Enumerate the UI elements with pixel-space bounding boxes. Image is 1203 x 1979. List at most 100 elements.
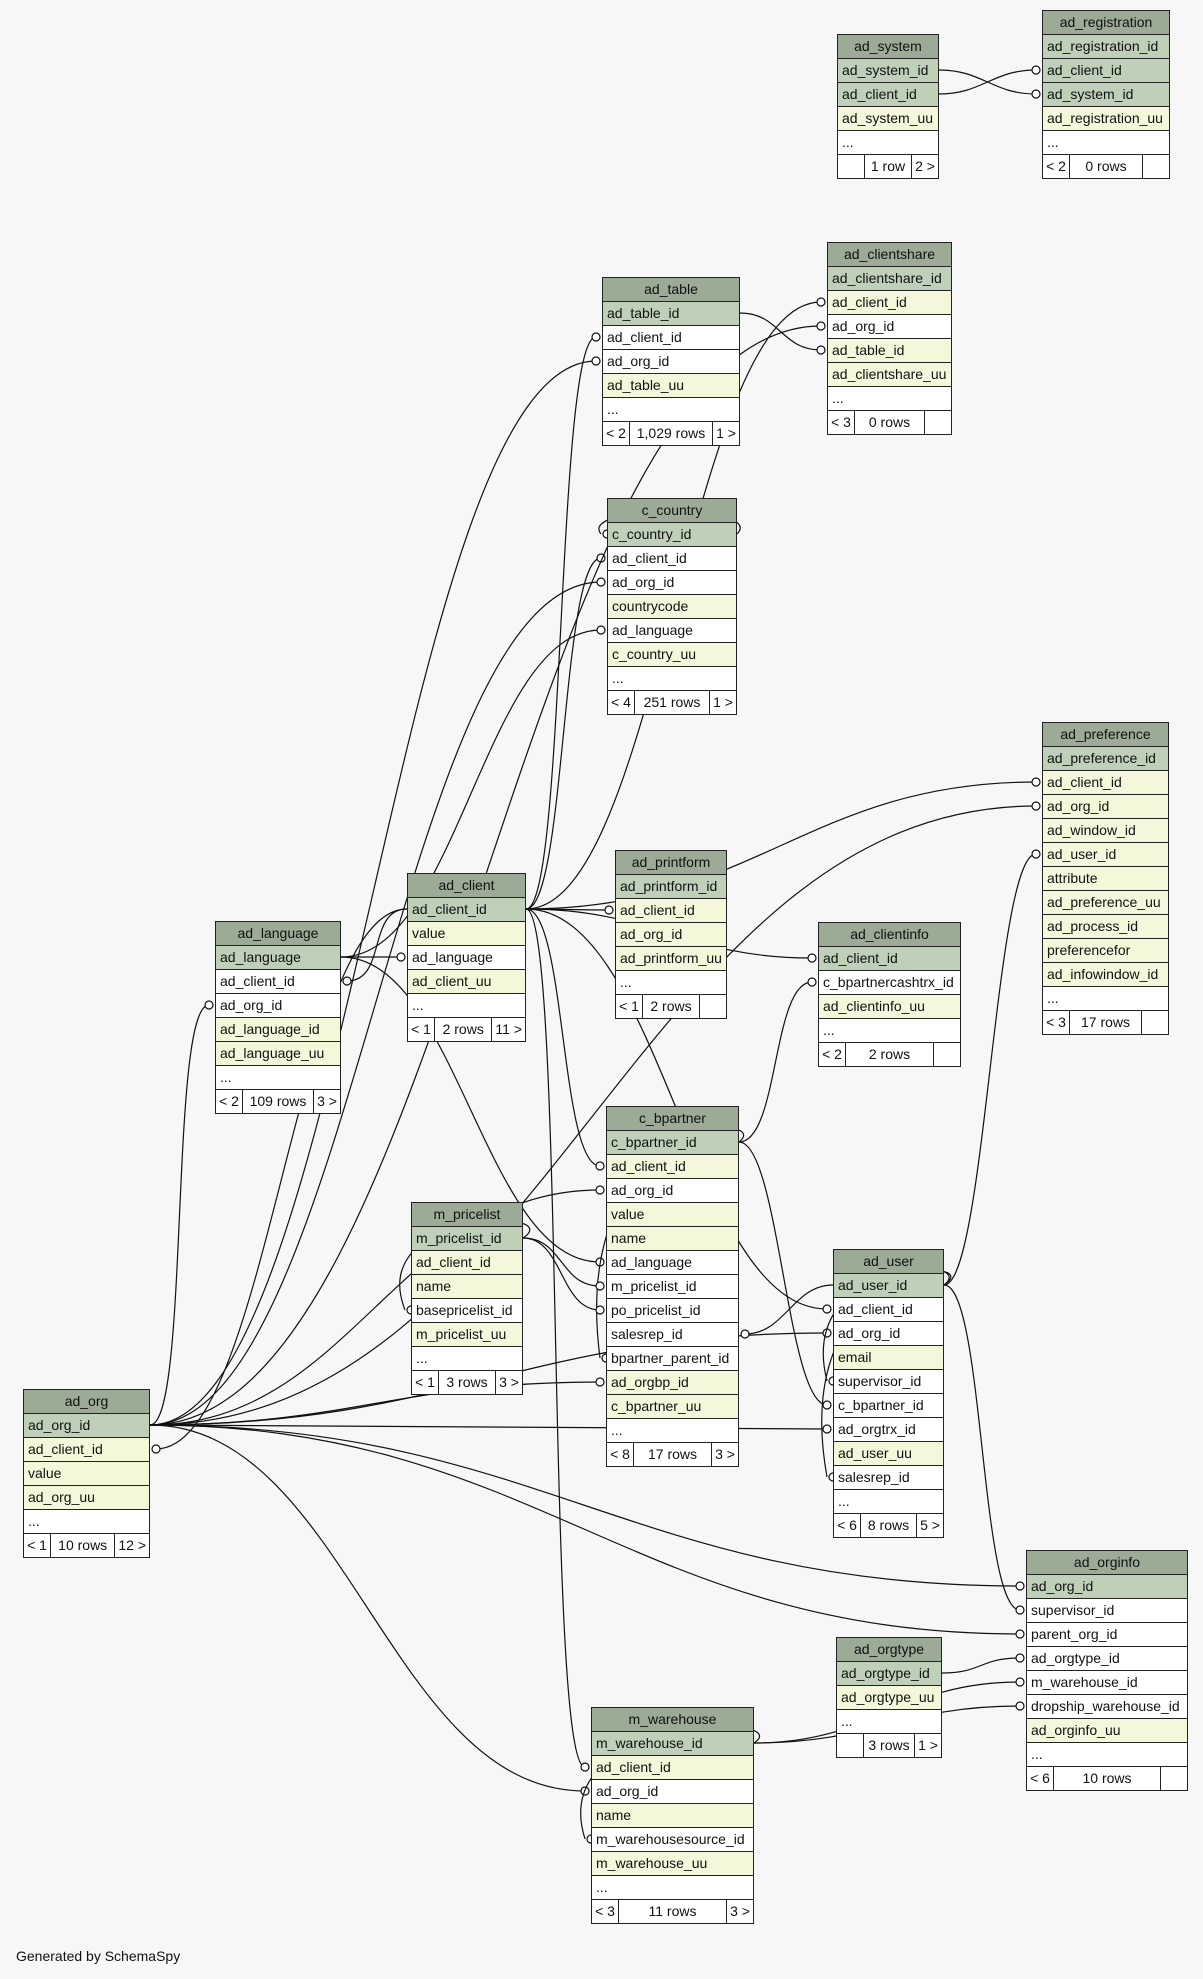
column-row: ad_orgtrx_id — [834, 1418, 943, 1442]
zero-or-many-marker — [822, 1328, 832, 1338]
parents-link[interactable]: < 2 — [1043, 155, 1070, 178]
zero-or-many-marker — [595, 1161, 605, 1171]
children-link[interactable]: 3 > — [715, 1446, 735, 1462]
children-link[interactable]: 1 > — [713, 694, 733, 710]
parents-link[interactable]: < 3 — [592, 1900, 619, 1923]
parents-link[interactable]: < 1 — [24, 1534, 51, 1557]
children-link[interactable]: 12 > — [118, 1537, 146, 1553]
row-count[interactable]: 2 rows — [846, 1043, 934, 1066]
table-title: m_pricelist — [412, 1203, 522, 1227]
children-link[interactable]: 1 > — [716, 425, 736, 441]
row-count[interactable]: 1 row — [865, 155, 912, 178]
table-title: ad_user — [834, 1250, 943, 1274]
children-link — [934, 1043, 960, 1066]
row-count[interactable]: 10 rows — [1054, 1767, 1161, 1790]
parents-link[interactable]: < 2 — [216, 1090, 243, 1113]
row-count[interactable]: 3 rows — [864, 1734, 915, 1757]
zero-or-many-marker — [816, 345, 826, 355]
column-row: salesrep_id — [607, 1323, 738, 1347]
zero-or-many-marker — [591, 332, 601, 342]
column-row: ad_org_id — [607, 1179, 738, 1203]
column-row: ad_preference_uu — [1043, 891, 1168, 915]
children-link[interactable]: 2 > — [915, 158, 935, 174]
column-row: ad_org_id — [608, 571, 736, 595]
parents-link[interactable]: < 1 — [408, 1018, 435, 1041]
column-row: c_bpartner_uu — [607, 1395, 738, 1419]
column-row: attribute — [1043, 867, 1168, 891]
parents-link[interactable]: < 2 — [603, 422, 630, 445]
row-count[interactable]: 3 rows — [439, 1371, 496, 1394]
children-link[interactable]: 3 > — [317, 1093, 337, 1109]
children-link[interactable]: 3 > — [730, 1903, 750, 1919]
parents-link[interactable]: < 8 — [607, 1443, 634, 1466]
column-row: ad_window_id — [1043, 819, 1168, 843]
row-count[interactable]: 17 rows — [1070, 1011, 1142, 1034]
column-row: ad_orgtype_id — [837, 1662, 941, 1686]
row-count[interactable]: 0 rows — [855, 411, 925, 434]
zero-or-many-marker — [580, 1786, 590, 1796]
column-row: c_country_id — [608, 523, 736, 547]
row-count[interactable]: 1,029 rows — [630, 422, 713, 445]
zero-or-many-marker — [580, 1762, 590, 1772]
parents-link[interactable]: < 6 — [834, 1514, 861, 1537]
parents-link[interactable]: < 6 — [1027, 1767, 1054, 1790]
children-link[interactable]: 1 > — [918, 1737, 938, 1753]
table-title: ad_system — [838, 35, 938, 59]
parents-link[interactable]: < 3 — [828, 411, 855, 434]
column-row: ad_client_id — [24, 1438, 149, 1462]
parents-link[interactable]: < 3 — [1043, 1011, 1070, 1034]
table-title: c_country — [608, 499, 736, 523]
column-row: ad_org_id — [592, 1780, 753, 1804]
column-row: ad_language_uu — [216, 1042, 340, 1066]
relationship-line — [525, 908, 601, 1167]
row-count[interactable]: 11 rows — [619, 1900, 727, 1923]
row-count[interactable]: 8 rows — [861, 1514, 917, 1537]
zero-or-many-marker — [1031, 849, 1041, 859]
zero-or-many-marker — [596, 625, 606, 635]
zero-or-many-marker — [204, 1000, 214, 1010]
column-row: ad_client_id — [616, 899, 726, 923]
parents-link[interactable]: < 1 — [412, 1371, 439, 1394]
children-link[interactable]: 11 > — [495, 1021, 522, 1037]
relationship-line — [744, 1284, 834, 1335]
row-count[interactable]: 109 rows — [243, 1090, 314, 1113]
relationship-line — [346, 908, 408, 982]
zero-or-many-marker — [816, 321, 826, 331]
parents-link[interactable]: < 1 — [616, 995, 643, 1018]
column-row: ad_client_id — [1043, 771, 1168, 795]
parents-link[interactable]: < 4 — [608, 691, 635, 714]
row-count[interactable]: 17 rows — [634, 1443, 712, 1466]
row-count[interactable]: 10 rows — [51, 1534, 116, 1557]
children-link[interactable]: 5 > — [920, 1517, 940, 1533]
column-row: c_country_uu — [608, 643, 736, 667]
relationship-line — [738, 981, 813, 1143]
row-count[interactable]: 251 rows — [635, 691, 710, 714]
column-row: ad_client_id — [608, 547, 736, 571]
row-count[interactable]: 2 rows — [643, 995, 700, 1018]
zero-or-many-marker — [1015, 1581, 1025, 1591]
children-link[interactable]: 3 > — [499, 1374, 519, 1390]
parents-link[interactable]: < 2 — [819, 1043, 846, 1066]
row-count[interactable]: 0 rows — [1070, 155, 1143, 178]
column-row: ad_user_uu — [834, 1442, 943, 1466]
relationship-line — [941, 1657, 1021, 1674]
zero-or-many-marker — [595, 1257, 605, 1267]
relationship-line — [522, 1237, 601, 1287]
relationship-line — [739, 312, 822, 351]
column-row: value — [24, 1462, 149, 1486]
column-row: ... — [608, 667, 736, 691]
table-title: ad_clientshare — [828, 243, 951, 267]
row-count[interactable]: 2 rows — [435, 1018, 493, 1041]
column-row: ad_language — [608, 619, 736, 643]
table-title: c_bpartner — [607, 1107, 738, 1131]
column-row: po_pricelist_id — [607, 1299, 738, 1323]
column-row: ad_client_id — [603, 326, 739, 350]
relationship-line — [149, 1381, 601, 1426]
zero-or-many-marker — [595, 1377, 605, 1387]
